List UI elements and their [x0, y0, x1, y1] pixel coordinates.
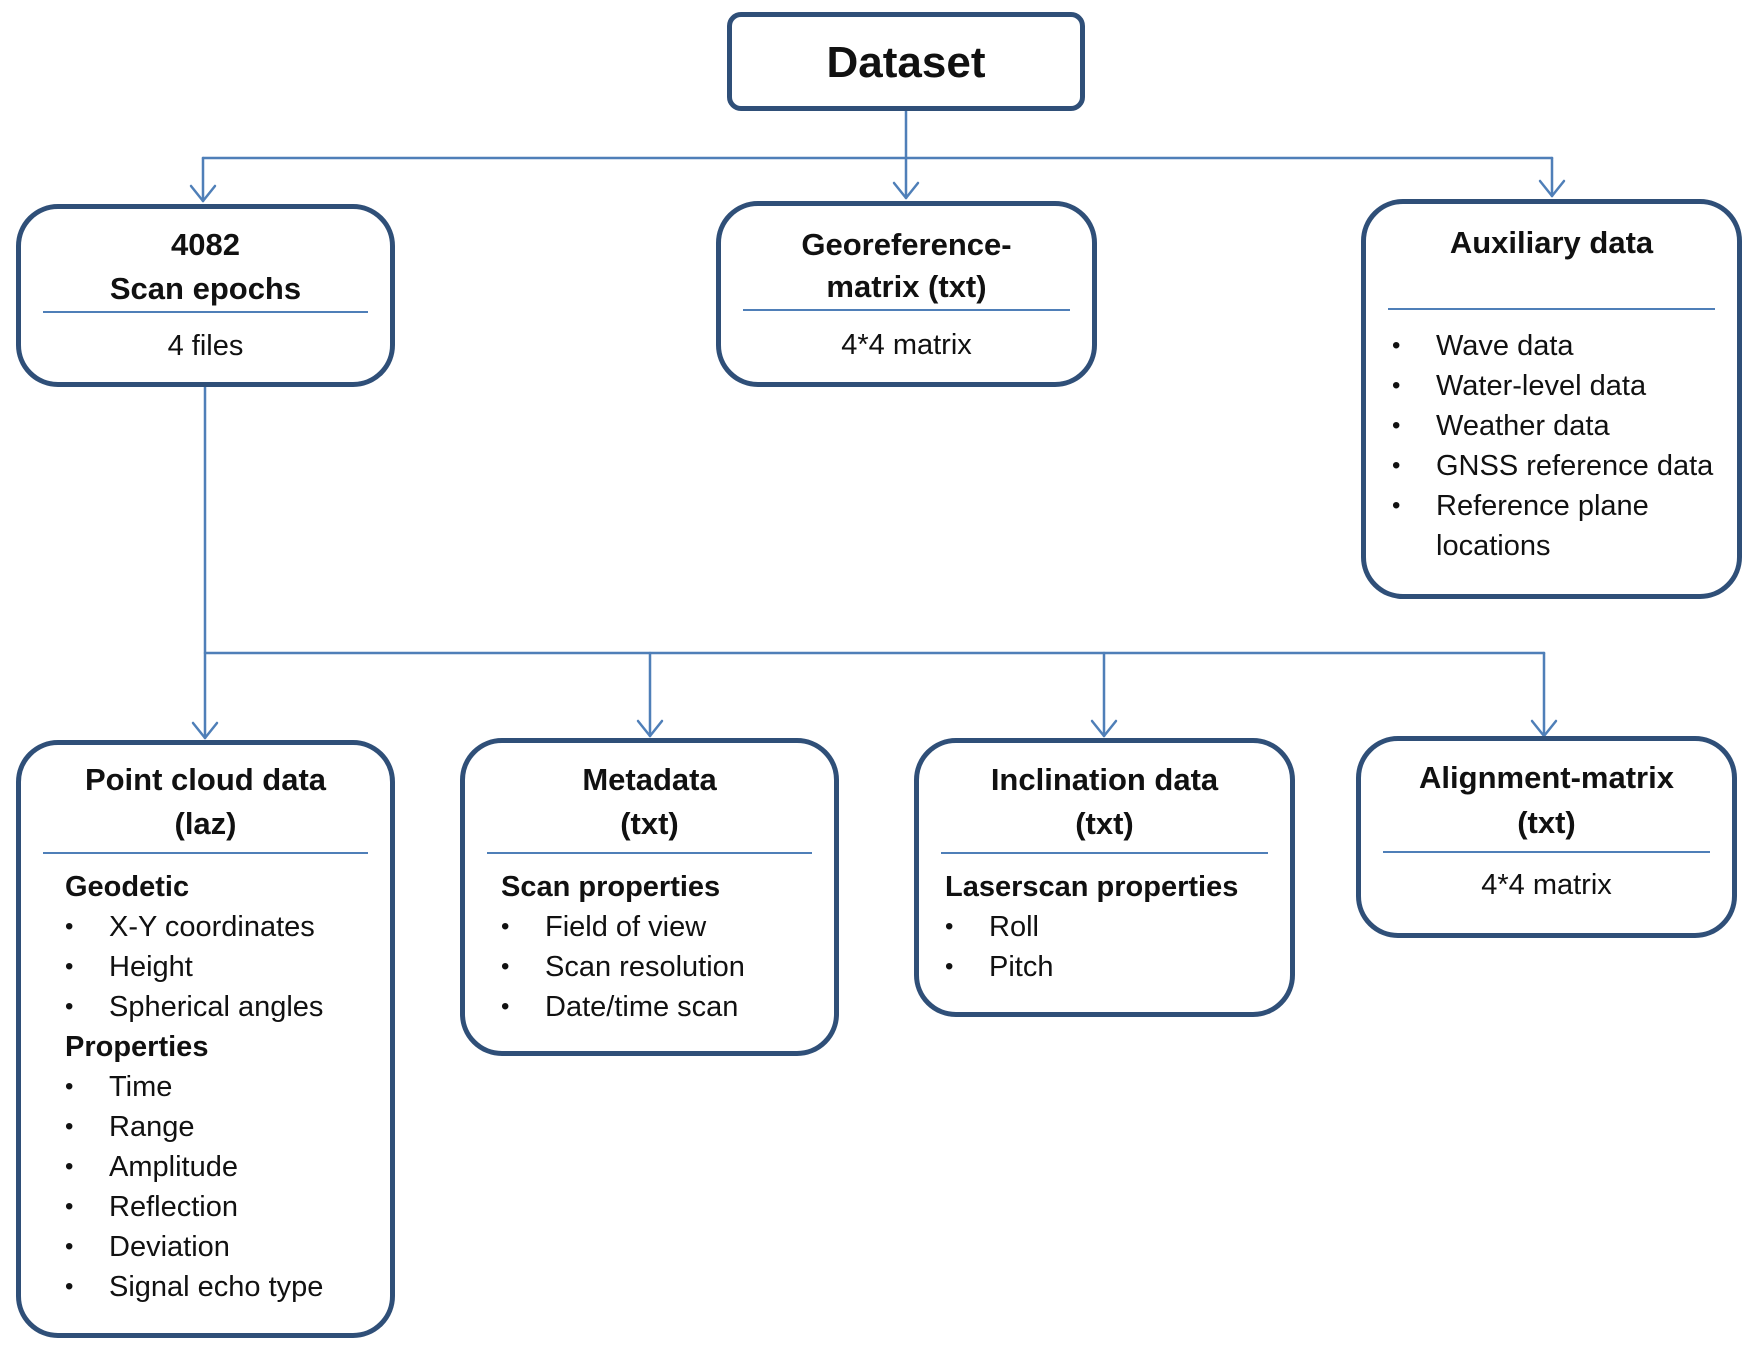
properties-item: Signal echo type — [65, 1267, 390, 1307]
arrowhead-auxiliary — [1538, 179, 1566, 198]
inclination-divider — [941, 852, 1268, 854]
scan-properties-heading: Scan properties — [501, 871, 721, 903]
inclination-item: Pitch — [945, 947, 1290, 987]
laserscan-properties-heading: Laserscan properties — [945, 871, 1239, 903]
arrowhead-metadata — [636, 719, 664, 738]
point-cloud-title-line1: Point cloud data — [84, 762, 327, 797]
auxiliary-divider — [1388, 308, 1715, 310]
properties-item: Deviation — [65, 1227, 390, 1267]
arrowhead-inclination — [1090, 719, 1118, 738]
point-cloud-list: Geodetic X-Y coordinates Height Spherica… — [65, 867, 390, 1307]
auxiliary-item: Reference plane locations — [1392, 486, 1666, 566]
georeference-detail: 4*4 matrix — [841, 329, 972, 361]
properties-item: Reflection — [65, 1187, 390, 1227]
metadata-title-line2: (txt) — [620, 806, 679, 841]
scan-epochs-count: 4082 — [171, 227, 240, 262]
inclination-title-line1: Inclination data — [990, 762, 1219, 797]
point-cloud-box: Point cloud data (laz) Geodetic X-Y coor… — [16, 740, 395, 1338]
dataset-title: Dataset — [826, 38, 986, 87]
scan-epochs-box: 4082 Scan epochs 4 files — [16, 204, 395, 387]
scan-epochs-detail: 4 files — [167, 330, 244, 362]
metadata-item: Field of view — [501, 907, 834, 947]
inclination-list: Laserscan properties Roll Pitch — [945, 867, 1290, 987]
properties-item: Range — [65, 1107, 390, 1147]
alignment-divider — [1383, 851, 1710, 853]
arrowhead-point-cloud — [191, 721, 219, 740]
auxiliary-list: Wave data Water-level data Weather data … — [1392, 326, 1727, 566]
georeference-title-line2: matrix (txt) — [826, 269, 987, 304]
geodetic-item: Height — [65, 947, 390, 987]
alignment-title-line1: Alignment-matrix — [1419, 760, 1674, 795]
dataset-box: Dataset — [727, 12, 1085, 111]
point-cloud-divider — [43, 852, 368, 854]
georeference-title-line1: Georeference- — [801, 227, 1012, 262]
auxiliary-item: Weather data — [1392, 406, 1727, 446]
auxiliary-item: GNSS reference data — [1392, 446, 1727, 486]
georeference-divider — [743, 309, 1070, 311]
metadata-title-line1: Metadata — [582, 762, 717, 797]
inclination-item: Roll — [945, 907, 1290, 947]
geodetic-heading: Geodetic — [65, 871, 190, 903]
metadata-item: Date/time scan — [501, 987, 834, 1027]
alignment-title-line2: (txt) — [1517, 805, 1576, 840]
scan-epochs-title: Scan epochs — [109, 271, 302, 306]
geodetic-item: Spherical angles — [65, 987, 390, 1027]
scan-epochs-divider — [43, 311, 368, 313]
properties-item: Time — [65, 1067, 390, 1107]
auxiliary-title: Auxiliary data — [1449, 225, 1654, 260]
auxiliary-item: Wave data — [1392, 326, 1727, 366]
georeference-box: Georeference- matrix (txt) 4*4 matrix — [716, 201, 1097, 387]
auxiliary-item: Water-level data — [1392, 366, 1727, 406]
metadata-divider — [487, 852, 812, 854]
arrowhead-scan-epochs — [189, 184, 217, 203]
alignment-box: Alignment-matrix (txt) 4*4 matrix — [1356, 736, 1737, 938]
point-cloud-title-line2: (laz) — [174, 806, 237, 841]
auxiliary-box: Auxiliary data Wave data Water-level dat… — [1361, 199, 1742, 599]
arrowhead-georeference — [892, 181, 920, 200]
inclination-title-line2: (txt) — [1075, 806, 1134, 841]
metadata-box: Metadata (txt) Scan properties Field of … — [460, 738, 839, 1056]
properties-item: Amplitude — [65, 1147, 390, 1187]
metadata-list: Scan properties Field of view Scan resol… — [501, 867, 834, 1027]
properties-heading: Properties — [65, 1031, 209, 1063]
geodetic-item: X-Y coordinates — [65, 907, 390, 947]
metadata-item: Scan resolution — [501, 947, 834, 987]
inclination-box: Inclination data (txt) Laserscan propert… — [914, 738, 1295, 1017]
alignment-detail: 4*4 matrix — [1481, 869, 1612, 901]
